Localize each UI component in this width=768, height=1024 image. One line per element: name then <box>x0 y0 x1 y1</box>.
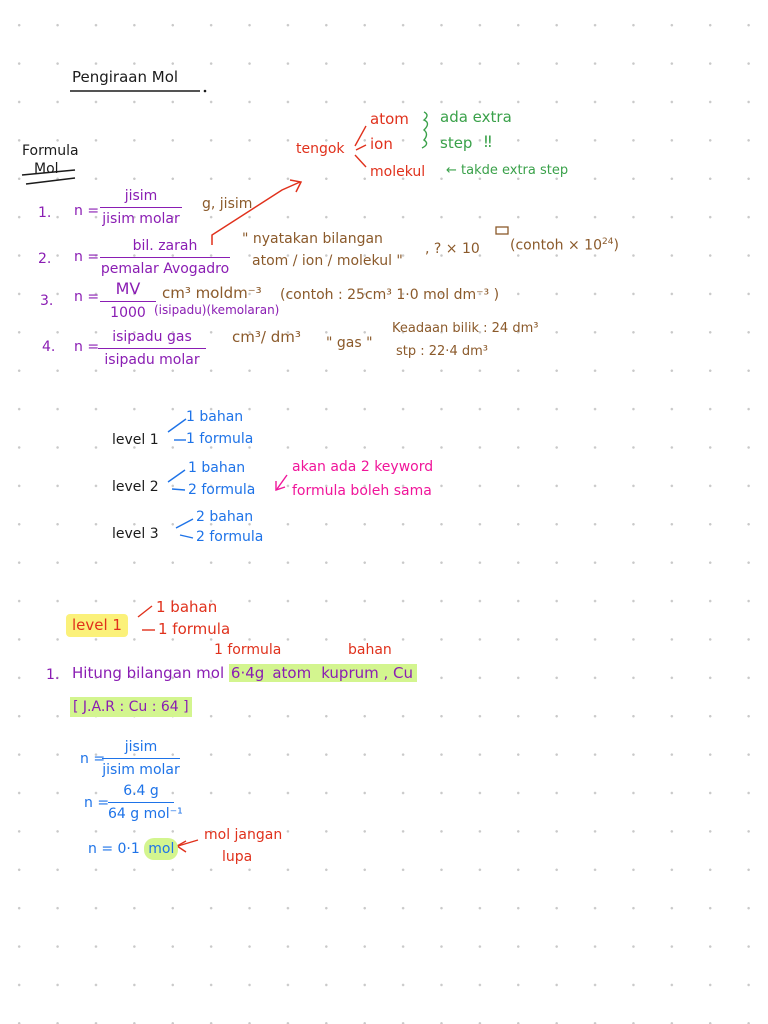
formula-1-note: g, jisim <box>202 196 253 212</box>
answer: n = 0·1 mol <box>88 838 179 860</box>
step-2-denominator: 64 g mol⁻¹ <box>108 805 183 822</box>
formula-1-numerator: jisim <box>124 188 158 204</box>
formula-2-example-end: ) <box>613 237 619 254</box>
step-1-denominator: jisim molar <box>102 761 180 778</box>
formula-2-example-exponent: 24 <box>601 237 614 247</box>
formula-3-numerator: MV <box>115 279 141 298</box>
level-1-formula: 1 formula <box>186 431 254 447</box>
example-annotation-formula: 1 formula <box>214 642 282 658</box>
page-title: Pengiraan Mol <box>72 68 179 86</box>
formula-2-fraction: bil. zarah pemalar Avogadro <box>100 237 230 279</box>
formula-4-gas: " gas " <box>326 335 373 351</box>
formula-2-note-line2: atom / ion / molekul " <box>252 253 403 269</box>
question-mass: 6·4g <box>228 664 267 682</box>
level-3-bahan: 2 bahan <box>196 509 254 525</box>
reminder-line1: mol jangan <box>204 827 283 843</box>
level-2-formula: 2 formula <box>188 482 256 498</box>
formula-3-number: 3. <box>40 293 54 309</box>
formula-2-denominator: pemalar Avogadro <box>100 260 230 277</box>
formula-4-n: n = <box>74 339 100 355</box>
formula-heading: Formula <box>22 143 79 159</box>
particle-ion: ion <box>370 135 393 153</box>
formula-3-denominator: 1000 <box>110 304 146 321</box>
step-2-numerator: 6.4 g <box>123 783 159 799</box>
level-2-note-line2: formula boleh sama <box>292 483 432 499</box>
tengok-label: tengok <box>296 141 345 157</box>
formula-3-n: n = <box>74 289 100 305</box>
formula-1-fraction: jisim jisim molar <box>100 187 182 229</box>
formula-3-example: (contoh : 25cm³ 1·0 mol dm⁻³ ) <box>280 287 500 303</box>
step-1-n: n = <box>80 751 106 767</box>
jar-value: [ J.A.R : Cu : 64 ] <box>70 697 192 717</box>
formula-3-fraction: MV 1000 <box>100 278 156 323</box>
level-1-label: level 1 <box>112 432 159 448</box>
formula-4-stp: stp : 22·4 dm³ <box>396 344 488 359</box>
reminder-line2: lupa <box>222 849 253 865</box>
level-3-formula: 2 formula <box>196 529 264 545</box>
formula-1-n: n = <box>74 203 100 219</box>
formula-4-keadaan: Keadaan bilik : 24 dm³ <box>392 321 539 336</box>
step-1-fraction: jisim jisim molar <box>102 738 180 780</box>
question-atom: atom <box>266 664 318 682</box>
example-bahan: 1 bahan <box>156 598 218 616</box>
formula-4-units: cm³/ dm³ <box>232 328 301 346</box>
takde-extra-note: ← takde extra step <box>446 163 569 178</box>
level-3-label: level 3 <box>112 526 159 542</box>
answer-value: n = 0·1 <box>88 841 140 857</box>
formula-2-note-line1: " nyatakan bilangan <box>242 231 383 247</box>
answer-unit: mol <box>144 838 179 860</box>
formula-2-n: n = <box>74 249 100 265</box>
level-2-label: level 2 <box>112 479 159 495</box>
jar-data: [ J.A.R : Cu : 64 ] <box>70 697 192 717</box>
formula-3-units: cm³ moldm⁻³ <box>162 284 262 302</box>
formula-4-numerator: isipadu gas <box>112 329 192 345</box>
level-2-bahan: 1 bahan <box>188 460 246 476</box>
ada-extra-note: ada extra <box>440 108 512 126</box>
formula-2-number: 2. <box>38 251 52 267</box>
formula-2-numerator: bil. zarah <box>132 238 198 254</box>
particle-atom: atom <box>370 110 409 128</box>
formula-1-denominator: jisim molar <box>102 210 180 227</box>
question-number: 1. <box>46 667 60 683</box>
step-note: step <box>440 134 473 152</box>
formula-2-note-power: , ? × 10 <box>425 241 480 257</box>
formula-4-denominator: isipadu molar <box>104 351 200 368</box>
formula-3-sub-note: (isipadu)(kemolaran) <box>154 303 280 317</box>
level-2-note-line1: akan ada 2 keyword <box>292 459 434 475</box>
formula-4-number: 4. <box>42 339 56 355</box>
formula-subheading: Mol <box>34 161 59 177</box>
formula-2-example: (contoh × 1024) <box>510 238 619 253</box>
question-substance: kuprum , Cu <box>317 664 418 682</box>
example-annotation-bahan: bahan <box>348 642 392 658</box>
step-2-n: n = <box>84 795 110 811</box>
formula-2-example-text: (contoh × 10 <box>510 237 602 254</box>
example-level-label: level 1 <box>66 614 128 637</box>
exclamation-icon: ‼ <box>484 132 492 151</box>
particle-molekul: molekul <box>370 164 426 180</box>
step-1-numerator: jisim <box>124 739 158 755</box>
example-formula: 1 formula <box>158 620 231 638</box>
formula-4-fraction: isipadu gas isipadu molar <box>98 328 206 370</box>
level-1-bahan: 1 bahan <box>186 409 244 425</box>
question-prefix: Hitung bilangan mol <box>72 664 225 682</box>
step-2-fraction: 6.4 g 64 g mol⁻¹ <box>108 782 183 824</box>
formula-1-number: 1. <box>38 205 52 221</box>
